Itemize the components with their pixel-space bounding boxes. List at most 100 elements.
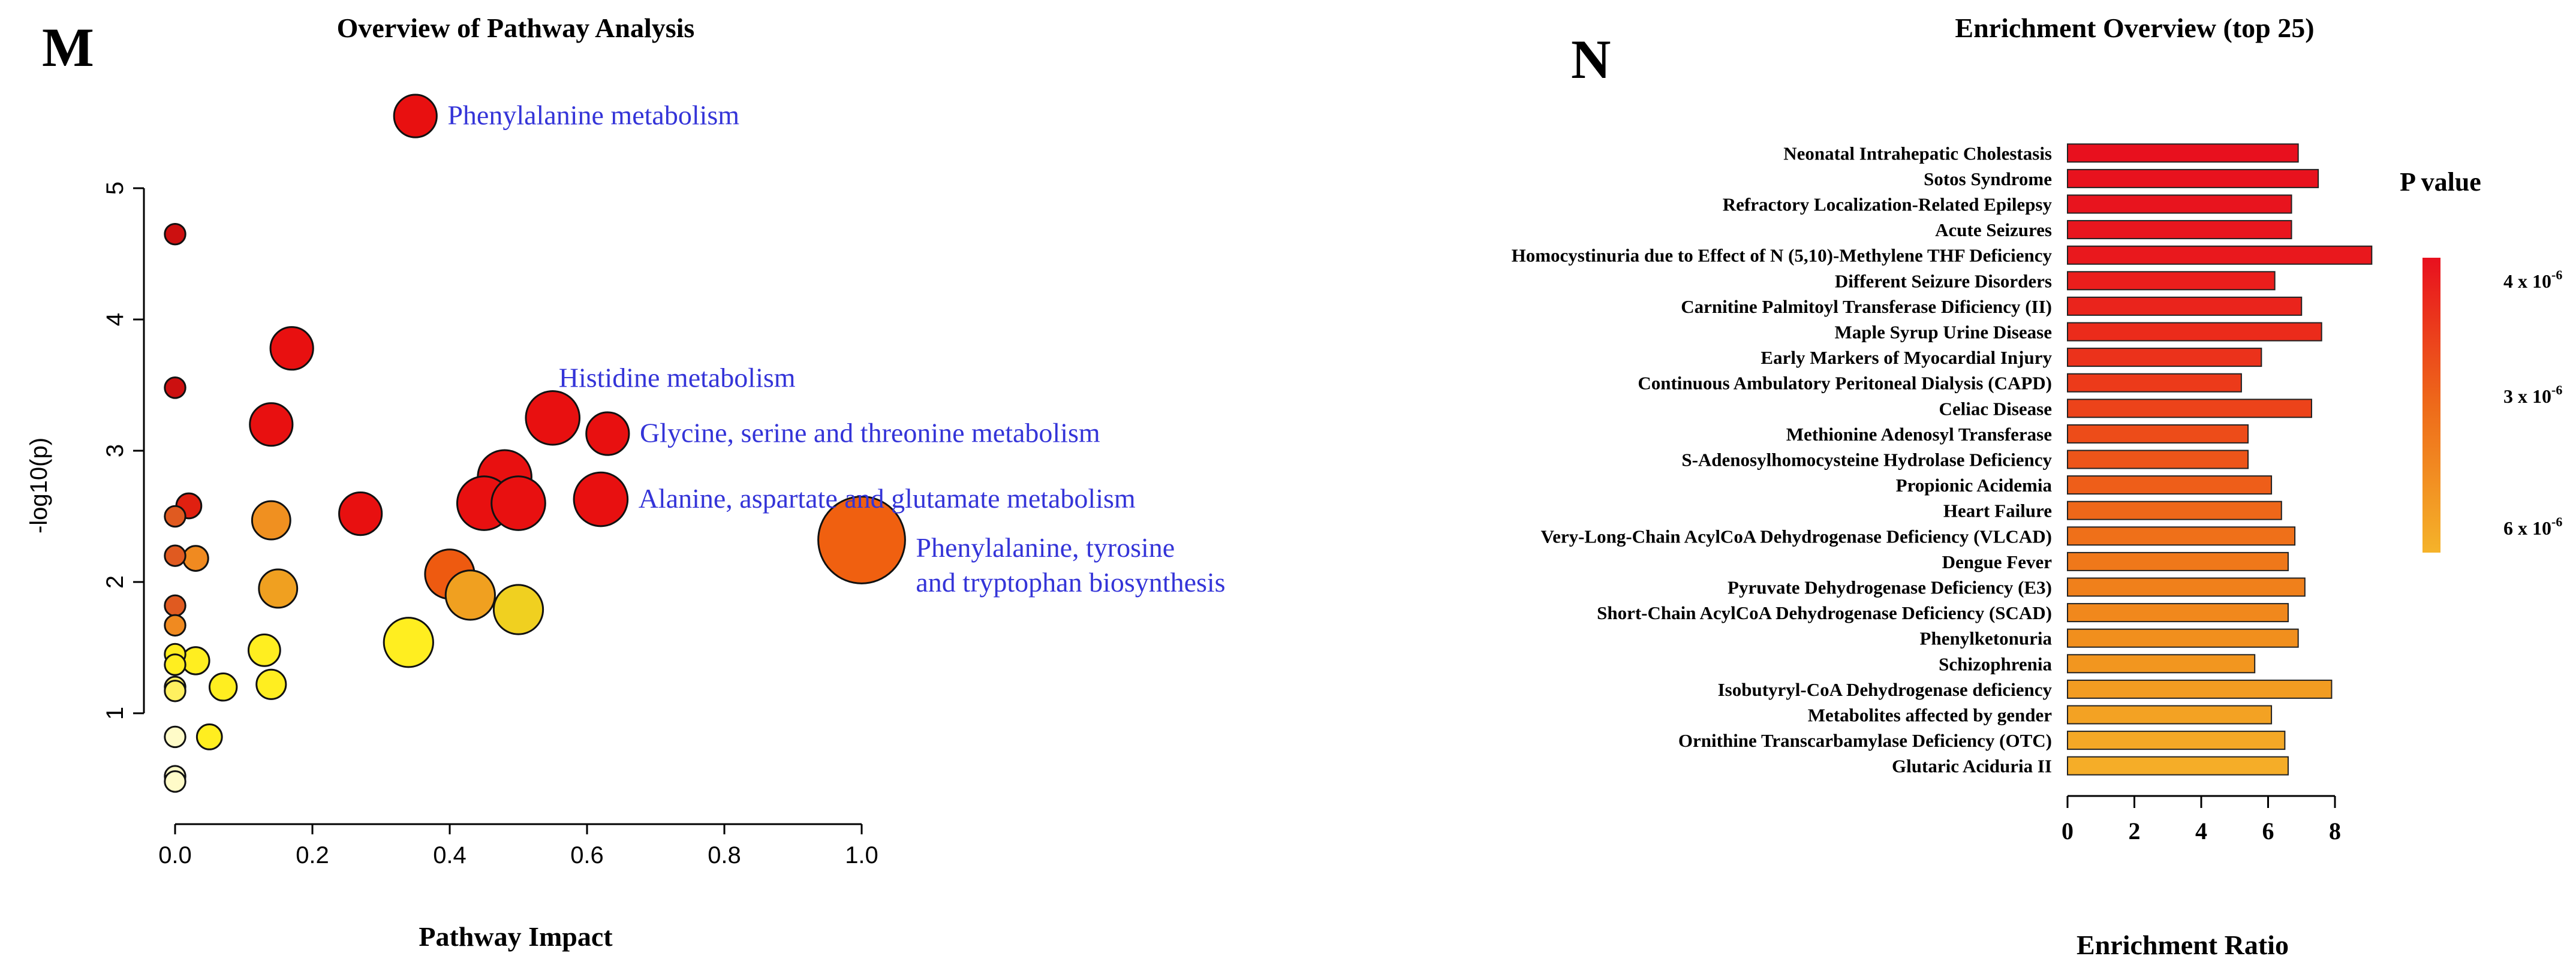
scatter-point <box>490 475 546 531</box>
panel-label-n: N <box>1571 29 1611 90</box>
scatter-point <box>383 617 434 668</box>
scatter-x-tick-label: 0.4 <box>433 842 467 868</box>
scatter-y-tick-label: 1 <box>102 707 128 720</box>
bar-x-tick-label: 4 <box>2195 818 2207 845</box>
enrichment-bar-label: S-Adenosylhomocysteine Hydrolase Deficie… <box>1681 450 2052 471</box>
enrichment-bar-label: Acute Seizures <box>1935 219 2052 240</box>
enrichment-bar-label: Sotos Syndrome <box>1924 168 2052 189</box>
scatter-point-label: Histidine metabolism <box>559 362 796 393</box>
panel-label-m: M <box>42 17 94 78</box>
scatter-point <box>269 326 314 371</box>
scatter-point <box>164 222 186 246</box>
enrichment-bar <box>2067 551 2289 571</box>
enrichment-bar-label: Continuous Ambulatory Peritoneal Dialysi… <box>1638 373 2052 394</box>
scatter-point <box>164 376 186 399</box>
enrichment-bar-label: Early Markers of Myocardial Injury <box>1761 347 2052 368</box>
enrichment-bar <box>2067 220 2292 240</box>
scatter-point-label: Alanine, aspartate and glutamate metabol… <box>639 483 1136 514</box>
scatter-y-tick-label: 4 <box>102 313 128 326</box>
scatter-point <box>251 500 291 541</box>
scatter-point <box>208 672 238 702</box>
bar-x-tick-label: 0 <box>2062 818 2074 845</box>
scatter-point <box>164 653 186 676</box>
enrichment-bar-label: Schizophrenia <box>1939 653 2052 674</box>
scatter-point <box>164 680 186 702</box>
enrichment-bar <box>2067 654 2256 674</box>
scatter-point <box>182 545 209 572</box>
enrichment-bar <box>2067 271 2276 291</box>
scatter-point <box>164 770 186 793</box>
enrichment-bar <box>2067 526 2296 546</box>
enrichment-bar-label: Maple Syrup Urine Disease <box>1834 322 2052 343</box>
scatter-point-label: Phenylalanine metabolism <box>447 100 739 131</box>
bar-x-tick-label: 8 <box>2329 818 2341 845</box>
scatter-point <box>195 723 223 750</box>
enrichment-bar <box>2067 603 2289 623</box>
enrichment-bar-label: Propionic Acidemia <box>1896 475 2053 496</box>
bar-x-tick-label: 2 <box>2129 818 2141 845</box>
enrichment-bar <box>2067 628 2299 648</box>
scatter-point <box>525 390 581 446</box>
enrichment-bar-label: Heart Failure <box>1943 500 2052 521</box>
enrichment-bar <box>2067 475 2273 495</box>
enrichment-bar <box>2067 450 2249 469</box>
scatter-points <box>164 94 906 793</box>
scatter-point <box>164 594 186 617</box>
enrichment-bar-label: Very-Long-Chain AcylCoA Dehydrogenase De… <box>1541 526 2052 547</box>
enrichment-bar-label: Pyruvate Dehydrogenase Deficiency (E3) <box>1728 577 2052 598</box>
scatter-point <box>338 491 383 536</box>
enrichment-bar-label: Methionine Adenosyl Transferase <box>1786 424 2052 445</box>
scatter-point <box>247 633 281 667</box>
enrichment-bar <box>2067 705 2273 725</box>
scatter-point-label: Glycine, serine and threonine metabolism <box>640 418 1100 448</box>
enrichment-bar-label: Different Seizure Disorders <box>1835 270 2052 291</box>
legend-title: P value <box>2400 167 2481 197</box>
scatter-x-tick-label: 0.6 <box>570 842 604 868</box>
enrichment-bar-label: Carnitine Palmitoyl Transferase Dificien… <box>1681 296 2052 317</box>
enrichment-bar-label: Dengue Fever <box>1942 551 2053 572</box>
scatter-y-axis-label: -log10(p) <box>26 438 52 533</box>
enrichment-bar <box>2067 168 2319 188</box>
scatter-point <box>255 668 287 700</box>
enrichment-bar-label: Phenylketonuria <box>1920 628 2053 649</box>
scatter-x-tick-label: 0.0 <box>158 842 192 868</box>
legend-color-bar <box>2422 258 2440 553</box>
scatter-point <box>164 725 186 749</box>
legend-label: 3 x 10-6 <box>2503 382 2562 407</box>
enrichment-bar <box>2067 424 2249 444</box>
enrichment-bar <box>2067 143 2299 163</box>
enrichment-bar-label: Metabolites affected by gender <box>1808 705 2052 726</box>
enrichment-bar <box>2067 296 2303 316</box>
enrichment-bar-label: Celiac Disease <box>1939 398 2052 419</box>
scatter-point <box>444 569 496 621</box>
enrichment-bar <box>2067 245 2373 265</box>
scatter-x-tick-label: 0.8 <box>708 842 741 868</box>
enrichment-bar <box>2067 731 2286 750</box>
scatter-x-tick-label: 1.0 <box>845 842 878 868</box>
scatter-y-tick-label: 3 <box>102 444 128 457</box>
enrichment-bar-label: Refractory Localization-Related Epilepsy <box>1723 194 2053 215</box>
bar-x-tick-label: 6 <box>2262 818 2274 845</box>
scatter-point <box>817 496 906 584</box>
scatter-point <box>249 402 294 447</box>
scatter-point <box>585 411 630 456</box>
enrichment-bar <box>2067 756 2289 776</box>
enrichment-bar <box>2067 348 2262 367</box>
scatter-x-tick-label: 0.2 <box>296 842 329 868</box>
p-value-legend: P value 4 x 10-6 3 x 10-6 6 x 10-6 <box>2400 167 2562 553</box>
enrichment-bar <box>2067 399 2312 418</box>
enrichment-bar-label: Ornithine Transcarbamylase Deficiency (O… <box>1678 730 2052 751</box>
legend-label: 6 x 10-6 <box>2503 514 2562 539</box>
scatter-x-axis-label: Pathway Impact <box>419 921 613 952</box>
legend-label: 4 x 10-6 <box>2503 267 2562 292</box>
enrichment-bar <box>2067 373 2242 393</box>
pathway-scatter-chart: Overview of Pathway Analysis Pathway Imp… <box>26 13 1226 952</box>
enrichment-bar-label: Isobutyryl-CoA Dehydrogenase deficiency <box>1718 679 2053 700</box>
scatter-point <box>181 646 210 675</box>
bar-title: Enrichment Overview (top 25) <box>1955 13 2314 43</box>
scatter-point <box>164 505 186 528</box>
